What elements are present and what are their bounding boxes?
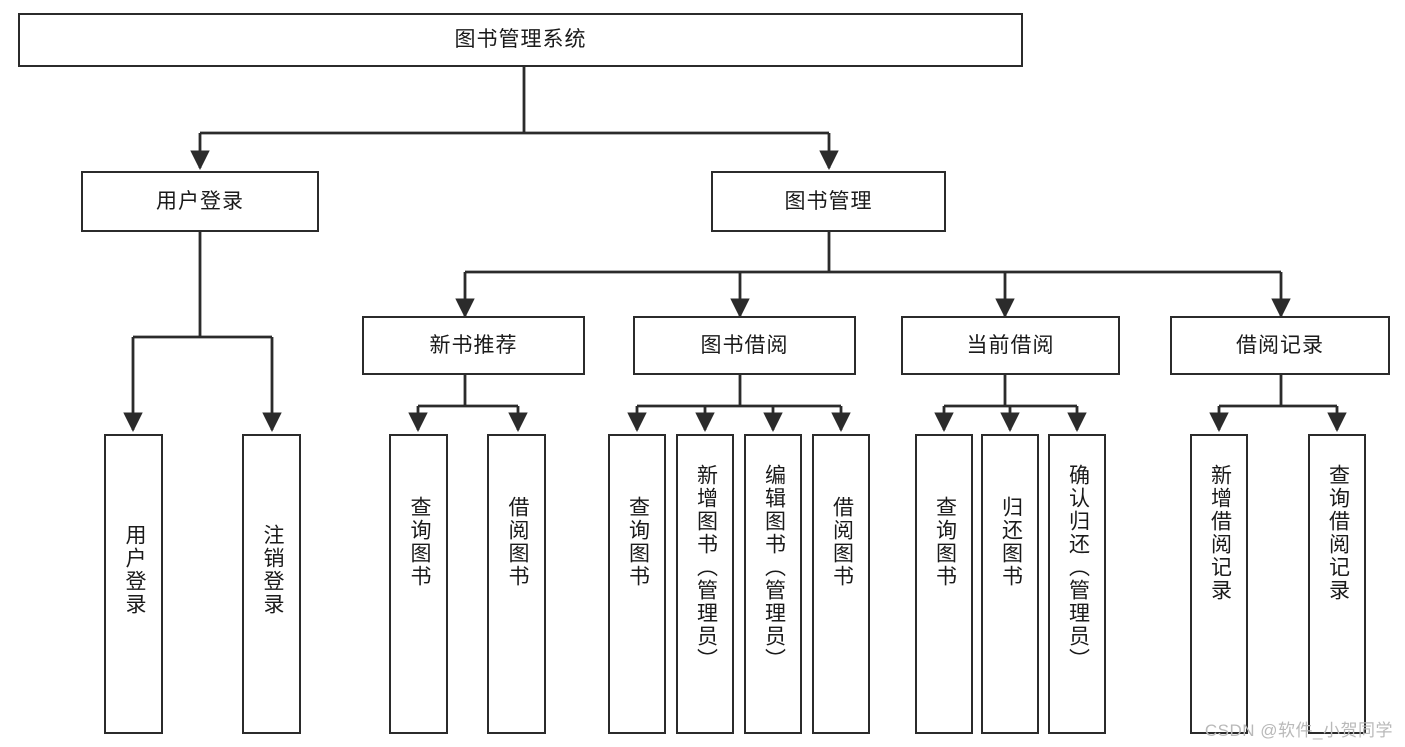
- leaf-book-borrow-borrow[interactable]: 借阅图书: [812, 434, 870, 734]
- leaf-user-login-login[interactable]: 用户登录: [104, 434, 163, 734]
- leaf-book-borrow-query[interactable]: 查询图书: [608, 434, 666, 734]
- leaf-borrow-record-query[interactable]: 查询借阅记录: [1308, 434, 1366, 734]
- leaf-borrow-record-add[interactable]: 新增借阅记录: [1190, 434, 1248, 734]
- node-current-borrow[interactable]: 当前借阅: [901, 316, 1120, 375]
- node-book-manage[interactable]: 图书管理: [711, 171, 946, 232]
- leaf-new-book-query[interactable]: 查询图书: [389, 434, 448, 734]
- leaf-new-book-borrow[interactable]: 借阅图书: [487, 434, 546, 734]
- node-user-login[interactable]: 用户登录: [81, 171, 319, 232]
- node-new-book-recommend[interactable]: 新书推荐: [362, 316, 585, 375]
- node-root-system[interactable]: 图书管理系统: [18, 13, 1023, 67]
- leaf-current-borrow-query[interactable]: 查询图书: [915, 434, 973, 734]
- leaf-book-borrow-edit-admin[interactable]: 编辑图书（管理员）: [744, 434, 802, 734]
- node-borrow-record[interactable]: 借阅记录: [1170, 316, 1390, 375]
- leaf-current-borrow-return[interactable]: 归还图书: [981, 434, 1039, 734]
- leaf-book-borrow-add-admin[interactable]: 新增图书（管理员）: [676, 434, 734, 734]
- csdn-watermark: CSDN @软件_小贺同学: [1204, 721, 1393, 740]
- leaf-current-borrow-confirm-admin[interactable]: 确认归还（管理员）: [1048, 434, 1106, 734]
- leaf-user-login-logout[interactable]: 注销登录: [242, 434, 301, 734]
- node-book-borrow[interactable]: 图书借阅: [633, 316, 856, 375]
